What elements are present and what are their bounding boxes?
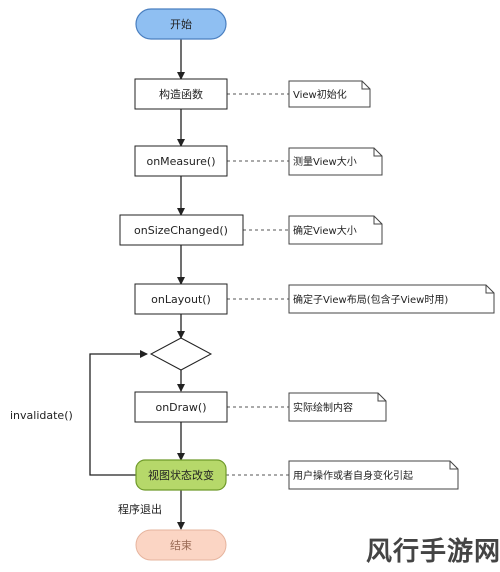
decision-diamond	[149, 337, 213, 371]
note-ondraw-text: 实际绘制内容	[293, 401, 353, 414]
onmeasure-node: onMeasure()	[134, 145, 228, 177]
start-node: 开始	[135, 8, 227, 40]
ondraw-node-box	[134, 391, 228, 423]
note-state-fold	[449, 461, 458, 470]
note-ondraw-fold	[377, 393, 386, 402]
note-onlayout-fold	[485, 285, 494, 294]
constructor-node: 构造函数	[134, 78, 228, 110]
invalidate-label: invalidate()	[10, 409, 73, 422]
note-onsizechanged-text: 确定View大小	[293, 224, 357, 237]
note-onlayout-text: 确定子View布局(包含子View时用)	[293, 293, 448, 306]
note-onsizechanged-shape	[288, 215, 383, 245]
watermark-text: 风行手游网	[366, 536, 500, 567]
note-onlayout-shape	[288, 284, 495, 314]
note-onsizechanged-fold	[373, 216, 382, 225]
note-onmeasure-shape	[288, 147, 383, 176]
ondraw-node: onDraw()	[134, 391, 228, 423]
onsizechanged-node-box	[119, 214, 244, 246]
onlayout-node-label: onLayout()	[151, 293, 211, 306]
note-constructor-shape	[288, 80, 371, 108]
onmeasure-node-label: onMeasure()	[146, 155, 215, 168]
note-onsizechanged: 确定View大小	[288, 215, 383, 245]
onsizechanged-node-label: onSizeChanged()	[134, 224, 228, 237]
note-constructor-fold	[361, 81, 370, 90]
note-state: 用户操作或者自身变化引起	[288, 460, 459, 490]
note-onlayout: 确定子View布局(包含子View时用)	[288, 284, 495, 314]
flow-arrows	[89, 39, 185, 530]
ondraw-node-label: onDraw()	[155, 401, 206, 414]
end-node-shape	[135, 529, 227, 561]
note-constructor-text: View初始化	[293, 88, 347, 101]
constructor-node-label: 构造函数	[159, 87, 203, 101]
start-node-label: 开始	[170, 17, 192, 31]
end-node: 结束	[135, 529, 227, 561]
start-node-shape	[135, 8, 227, 40]
onlayout-node: onLayout()	[134, 283, 228, 315]
view-state-change-node: 视图状态改变	[135, 459, 227, 491]
note-state-text: 用户操作或者自身变化引起	[293, 469, 413, 482]
note-ondraw: 实际绘制内容	[288, 392, 387, 422]
view-state-change-node-label: 视图状态改变	[148, 468, 214, 482]
view-state-change-node-shape	[135, 459, 227, 491]
onsizechanged-node: onSizeChanged()	[119, 214, 244, 246]
arrow-invalidate-loop	[89, 350, 148, 476]
note-onmeasure-fold	[373, 148, 382, 157]
note-state-shape	[288, 460, 459, 490]
note-constructor: View初始化	[288, 80, 371, 108]
note-ondraw-shape	[288, 392, 387, 422]
onmeasure-node-box	[134, 145, 228, 177]
note-onmeasure-text: 测量View大小	[293, 155, 357, 168]
end-node-label: 结束	[170, 539, 192, 552]
note-connectors	[226, 93, 289, 476]
onlayout-node-box	[134, 283, 228, 315]
exit-label: 程序退出	[118, 502, 162, 516]
constructor-node-box	[134, 78, 228, 110]
note-onmeasure: 测量View大小	[288, 147, 383, 176]
